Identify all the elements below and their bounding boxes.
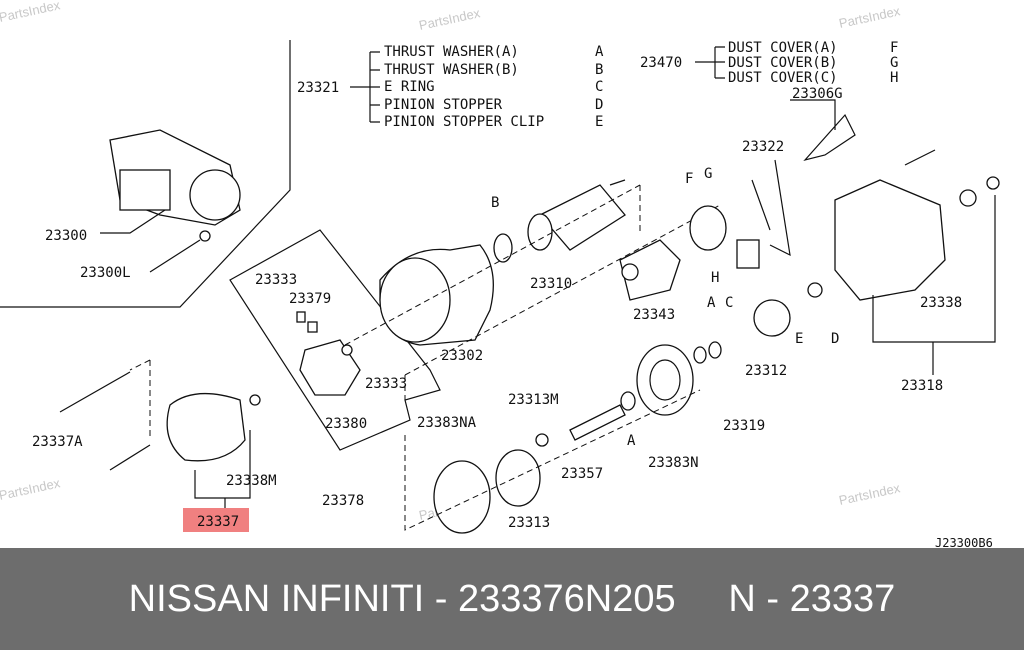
legend-key: E [595, 114, 603, 130]
key-label: H [711, 270, 719, 286]
key-label: D [831, 331, 839, 347]
watermark: PartsIndex [838, 3, 902, 31]
legend-item: THRUST WASHER(A) [384, 44, 519, 60]
watermark: PartsIndex [0, 0, 62, 25]
key-label: A [707, 295, 716, 311]
label-23380[interactable]: 23380 [325, 416, 367, 432]
label-23300L[interactable]: 23300L [80, 265, 131, 281]
diagram-code: J23300B6 [935, 536, 993, 548]
dust-cover-drawing [689, 205, 727, 251]
solenoid-drawing [619, 239, 681, 301]
brush-holder-outline [229, 229, 441, 451]
legend-item: DUST COVER(A) [728, 40, 838, 56]
bearing-drawing [495, 449, 541, 507]
lever-drawing [751, 159, 791, 257]
label-23379[interactable]: 23379 [289, 291, 331, 307]
legend-23470: 23470 DUST COVER(A) DUST COVER(B) DUST C… [640, 40, 898, 86]
footer-title: NISSAN INFINITI - 233376N205 N - 23337 [128, 577, 896, 620]
footer-bar: NISSAN INFINITI - 233376N205 N - 23337 [0, 548, 1024, 650]
legend-item: THRUST WASHER(B) [384, 62, 519, 78]
exploded-parts-diagram: PartsIndex PartsIndex PartsIndex PartsIn… [0, 0, 1000, 550]
highlight-box [183, 508, 249, 532]
legend-item: DUST COVER(B) [728, 55, 838, 71]
inset-border [0, 40, 291, 308]
watermark: PartsIndex [418, 5, 482, 33]
label-23357[interactable]: 23357 [561, 466, 603, 482]
legend-23321: 23321 THRUST WASHER(A) THRUST WASHER(B) … [297, 44, 604, 130]
washer-drawing [708, 341, 722, 359]
washer-drawing [693, 346, 707, 364]
label-23306G[interactable]: 23306G [792, 86, 843, 102]
label-23318[interactable]: 23318 [901, 378, 943, 394]
legend-key: C [595, 79, 603, 95]
legend-key: B [595, 62, 603, 78]
legend-key: D [595, 97, 603, 113]
clutch-drawing [636, 344, 694, 416]
part-labels: 23300 23300L 23333 23379 23333 23380 233… [32, 86, 993, 550]
legend-item: DUST COVER(C) [728, 70, 838, 86]
key-label: E [795, 331, 803, 347]
legend-item: PINION STOPPER CLIP [384, 114, 544, 130]
label-23310[interactable]: 23310 [530, 276, 572, 292]
leader-dashed [404, 389, 701, 531]
legend-item: E RING [384, 79, 435, 95]
label-23378[interactable]: 23378 [322, 493, 364, 509]
legend-key: F [890, 40, 898, 56]
label-23338[interactable]: 23338 [920, 295, 962, 311]
legend-key: H [890, 70, 898, 86]
thrust-washer-b-drawing [493, 233, 513, 263]
pulley-drawing [433, 460, 491, 534]
starter-assembly-drawing [100, 129, 241, 273]
key-label: F [685, 171, 693, 187]
part-number: 23470 [640, 55, 682, 71]
label-23383N[interactable]: 23383N [648, 455, 699, 471]
label-23312[interactable]: 23312 [745, 363, 787, 379]
armature-drawing [527, 179, 626, 251]
legend-key: G [890, 55, 898, 71]
watermark: PartsIndex [838, 480, 902, 508]
key-label: C [725, 295, 733, 311]
label-23383NA[interactable]: 23383NA [417, 415, 477, 431]
label-23300[interactable]: 23300 [45, 228, 87, 244]
label-23322[interactable]: 23322 [742, 139, 784, 155]
legend-item: PINION STOPPER [384, 97, 503, 113]
shaft-drawing [569, 404, 626, 441]
thrust-washer-a-drawing [620, 391, 636, 411]
pinion-drawing [753, 299, 791, 337]
pinion-stopper-drawing [807, 282, 823, 298]
bolt-drawing [904, 149, 936, 166]
dust-cover-h-drawing [736, 239, 760, 269]
label-23313[interactable]: 23313 [508, 515, 550, 531]
label-23343[interactable]: 23343 [633, 307, 675, 323]
label-23302[interactable]: 23302 [441, 348, 483, 364]
key-label: A [627, 433, 636, 449]
rear-cover-drawing [59, 359, 261, 510]
bracket-drawing [790, 99, 856, 162]
part-number: 23321 [297, 80, 339, 96]
label-23333[interactable]: 23333 [365, 376, 407, 392]
brush-holder-drawing [296, 311, 361, 396]
label-23319[interactable]: 23319 [723, 418, 765, 434]
label-23337A[interactable]: 23337A [32, 434, 83, 450]
label-23337-highlighted[interactable]: 23337 [197, 514, 239, 530]
nut-drawing [535, 433, 549, 447]
label-23313M[interactable]: 23313M [508, 392, 559, 408]
legend-key: A [595, 44, 604, 60]
key-label: B [491, 195, 499, 211]
label-23333[interactable]: 23333 [255, 272, 297, 288]
watermark: PartsIndex [0, 475, 62, 503]
label-23338M[interactable]: 23338M [226, 473, 277, 489]
key-label: G [704, 166, 712, 182]
gear-housing-drawing [834, 176, 1000, 375]
